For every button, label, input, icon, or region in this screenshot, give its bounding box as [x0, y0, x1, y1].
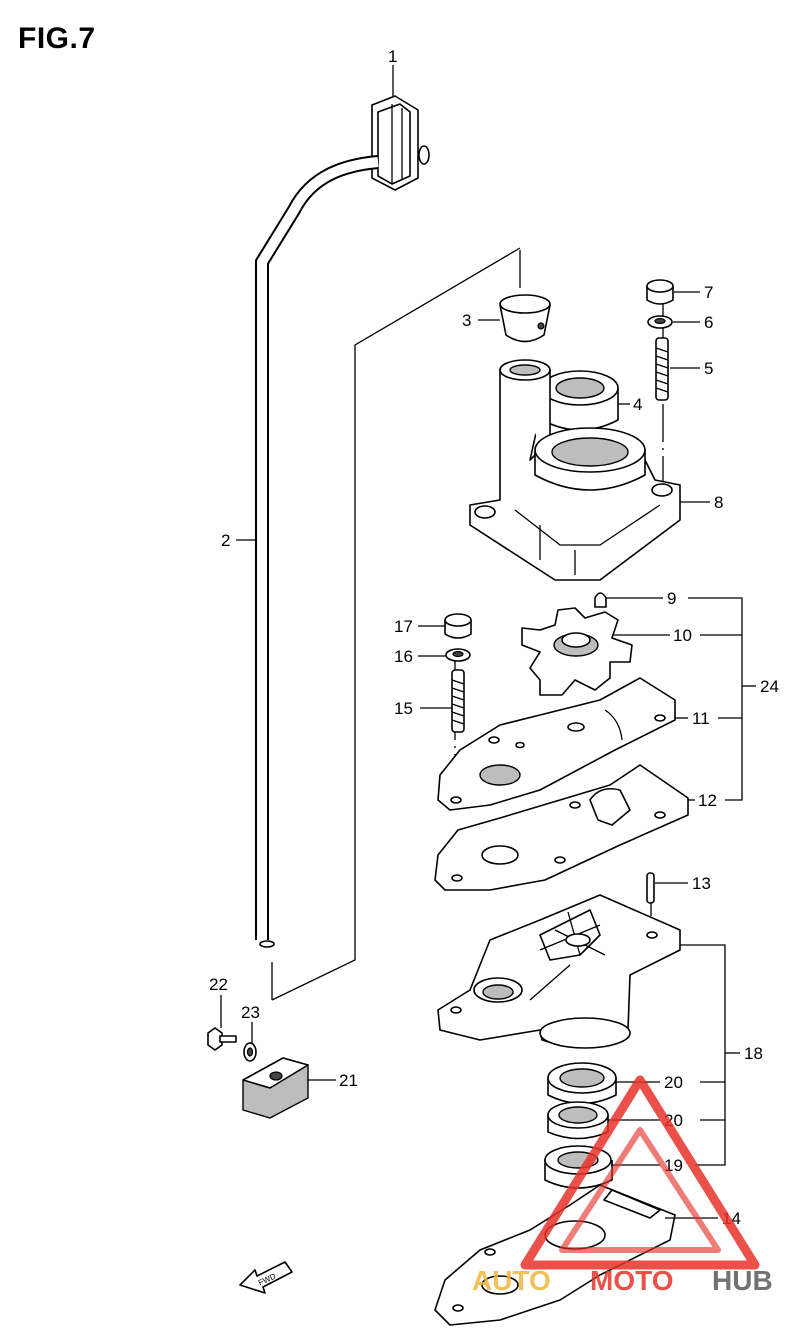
callout-22: 22 — [209, 975, 228, 994]
callout-10: 10 — [673, 626, 692, 645]
callout-6: 6 — [704, 313, 713, 332]
part-12-gasket — [434, 764, 689, 891]
callout-7: 7 — [704, 283, 713, 302]
part-16-washer — [445, 648, 471, 662]
callout-24: 24 — [760, 677, 779, 696]
callout-12: 12 — [698, 791, 717, 810]
watermark-text-moto: MOTO — [590, 1265, 673, 1296]
callout-23: 23 — [241, 1003, 260, 1022]
callout-2: 2 — [221, 531, 230, 550]
part-13-pin — [646, 872, 655, 904]
part-22-bolt — [207, 1027, 237, 1051]
part-20-bearing-lower — [547, 1101, 609, 1140]
part-7-nut — [646, 279, 674, 305]
callout-18: 18 — [744, 1044, 763, 1063]
fwd-direction-arrow: FWD — [239, 1261, 293, 1294]
part-20-bearing-upper — [547, 1062, 617, 1105]
callout-17: 17 — [394, 617, 413, 636]
callout-16: 16 — [394, 647, 413, 666]
leader-lines — [220, 65, 756, 1219]
part-18-lower-case — [437, 894, 681, 1049]
part-10-impeller — [521, 607, 633, 696]
part-9-key — [594, 592, 607, 608]
part-14-bottom-plate — [434, 1184, 676, 1326]
callout-8: 8 — [714, 493, 723, 512]
callout-9: 9 — [667, 589, 676, 608]
automotohub-watermark-logo: AUTO MOTO HUB — [472, 1075, 773, 1296]
part-6-washer — [647, 315, 673, 329]
part-1-grommet — [371, 95, 430, 191]
watermark-text-auto: AUTO — [472, 1265, 551, 1296]
callout-labels: 1 2 3 4 5 6 7 8 9 10 11 12 13 14 15 16 1… — [209, 47, 779, 1228]
part-15-stud-bolt — [451, 669, 465, 733]
part-17-nut — [444, 613, 472, 639]
callout-13: 13 — [692, 874, 711, 893]
callout-5: 5 — [704, 359, 713, 378]
callout-21: 21 — [339, 1071, 358, 1090]
part-2-water-tube — [255, 155, 379, 948]
callout-1: 1 — [388, 47, 397, 66]
part-3-seal — [499, 294, 551, 343]
part-21-anode — [242, 1057, 309, 1119]
watermark-text-hub: HUB — [712, 1265, 773, 1296]
part-4-oil-seal — [541, 370, 619, 431]
callout-15: 15 — [394, 699, 413, 718]
part-11-plate — [437, 677, 676, 811]
part-5-stud-bolt — [655, 337, 669, 401]
part-8-pump-case — [469, 359, 681, 581]
part-23-washer — [243, 1042, 257, 1062]
callout-20-upper: 20 — [664, 1073, 683, 1092]
callout-4: 4 — [633, 395, 642, 414]
callout-3: 3 — [462, 311, 471, 330]
callout-11: 11 — [692, 709, 710, 728]
figure-title: FIG.7 — [18, 22, 96, 55]
